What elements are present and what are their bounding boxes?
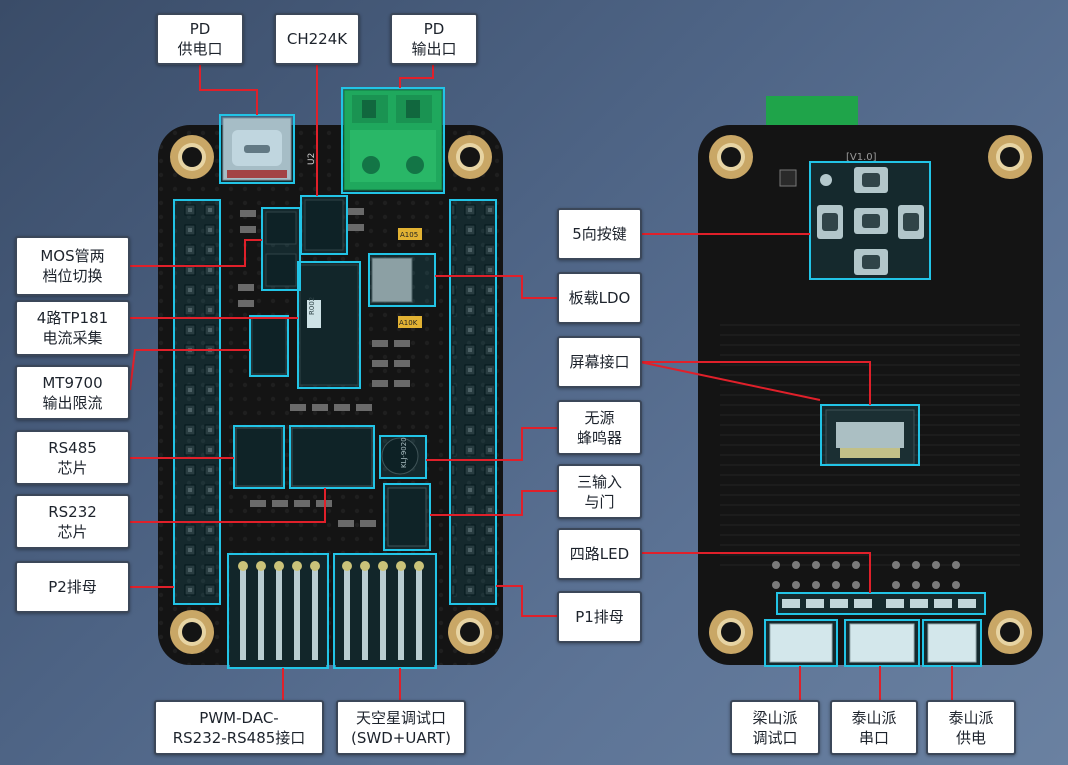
label-line: 与门 (584, 492, 615, 511)
label-p2-header: P2排母 (15, 561, 130, 613)
label-four-led: 四路LED (557, 528, 642, 580)
buzzer (381, 437, 419, 475)
label-liangshan-debug: 梁山派 调试口 (730, 700, 820, 755)
label-five-way-key: 5向按键 (557, 208, 642, 260)
label-line: RS485 (48, 438, 97, 457)
label-line: 四路LED (569, 545, 630, 563)
taishan-power-connector (927, 623, 977, 663)
label-line: 板载LDO (568, 289, 631, 307)
mounting-hole-icon (448, 610, 492, 654)
label-line: 串口 (858, 728, 889, 747)
label-line: MOS管两 (40, 247, 105, 265)
highlight-boxes-right (764, 161, 986, 667)
label-pwm-dac: PWM-DAC- RS232-RS485接口 (154, 700, 324, 755)
label-and-gate: 三输入 与门 (557, 464, 642, 519)
label-mos-switch: MOS管两 档位切换 (15, 236, 130, 296)
label-line: RS232-RS485接口 (172, 728, 306, 747)
label-pd-output: PD 输出口 (390, 13, 478, 65)
label-line: 输出口 (411, 40, 457, 58)
ch224k-chip (304, 199, 344, 251)
label-line: PD (189, 20, 211, 38)
four-led-row (782, 599, 976, 608)
label-mt9700: MT9700 输出限流 (15, 365, 130, 420)
label-tp181: 4路TP181 电流采集 (15, 300, 130, 356)
label-line: 泰山派 (948, 708, 994, 727)
silkscreen-a105: A105 (400, 231, 418, 239)
rear-pins (772, 561, 960, 589)
label-line: 调试口 (752, 728, 798, 747)
label-p1-header: P1排母 (557, 591, 642, 643)
and-gate-chip (387, 487, 427, 547)
debug-header (336, 555, 434, 667)
label-line: MT9700 (42, 373, 103, 392)
label-line: 屏幕接口 (569, 353, 630, 371)
label-rs232: RS232 芯片 (15, 494, 130, 549)
p2-header (176, 202, 218, 602)
terminal-rear (766, 96, 858, 130)
label-line: 档位切换 (42, 267, 103, 285)
highlight-boxes-left (173, 87, 497, 669)
label-line: 天空星调试口 (355, 708, 446, 727)
label-pd-power: PD 供电口 (156, 13, 244, 65)
silkscreen-a10k: A10K (399, 319, 418, 327)
liangshan-debug-connector (769, 623, 833, 663)
silkscreen-buzzer-code: KLJ-9020 (400, 437, 408, 468)
label-taishan-power: 泰山派 供电 (926, 700, 1016, 755)
mounting-hole-icon (988, 610, 1032, 654)
label-line: P2排母 (48, 578, 97, 596)
five-way-key-buttons (817, 167, 924, 275)
label-line: 芯片 (57, 522, 88, 541)
mos-chip (265, 211, 297, 245)
label-line: 输出限流 (42, 393, 103, 412)
mounting-hole-icon (709, 610, 753, 654)
label-line: 供电口 (177, 40, 223, 58)
label-line: 梁山派 (752, 708, 798, 727)
leader-lines (129, 65, 953, 700)
label-line: P1排母 (575, 608, 624, 626)
ldo-chip (371, 257, 413, 303)
label-taishan-serial: 泰山派 串口 (830, 700, 918, 755)
label-screen-port: 屏幕接口 (557, 336, 642, 388)
silkscreen-r002: R002 (308, 297, 316, 315)
rs232-chip (291, 427, 373, 487)
label-line: 4路TP181 (36, 309, 109, 327)
label-ch224k: CH224K (274, 13, 360, 65)
label-line: 三输入 (576, 472, 622, 491)
mounting-hole-icon (709, 135, 753, 179)
label-line: 5向按键 (572, 225, 627, 243)
p1-header (452, 202, 494, 602)
label-line: 蜂鸣器 (576, 428, 622, 447)
silkscreen-u2: U2 (307, 153, 317, 165)
label-passive-buzzer: 无源 蜂鸣器 (557, 400, 642, 455)
label-line: 芯片 (57, 458, 88, 477)
passive-components (238, 208, 410, 527)
label-line: 供电 (955, 728, 986, 747)
label-line: CH224K (286, 30, 348, 48)
mos-chip (265, 253, 297, 287)
label-line: (SWD+UART) (351, 728, 451, 747)
left-board: U2 R002 A105 A10K KLJ-9020 (158, 87, 503, 669)
rs485-chip (235, 427, 283, 487)
label-line: PD (423, 20, 445, 38)
label-line: 电流采集 (42, 329, 103, 347)
mt9700-chip (251, 317, 287, 375)
taishan-serial-connector (849, 623, 915, 663)
label-onboard-ldo: 板载LDO (557, 272, 642, 324)
mounting-hole-icon (988, 135, 1032, 179)
silkscreen-version: [V1.0] (846, 152, 877, 163)
mounting-hole-icon (448, 135, 492, 179)
mounting-hole-icon (170, 135, 214, 179)
label-line: PWM-DAC- (199, 708, 279, 727)
label-line: 无源 (584, 408, 615, 427)
label-line: RS232 (48, 502, 97, 521)
mounting-hole-icon (170, 610, 214, 654)
label-line: 泰山派 (851, 708, 897, 727)
label-debug-port: 天空星调试口 (SWD+UART) (336, 700, 466, 755)
pwm-dac-header (230, 555, 326, 667)
label-rs485: RS485 芯片 (15, 430, 130, 485)
